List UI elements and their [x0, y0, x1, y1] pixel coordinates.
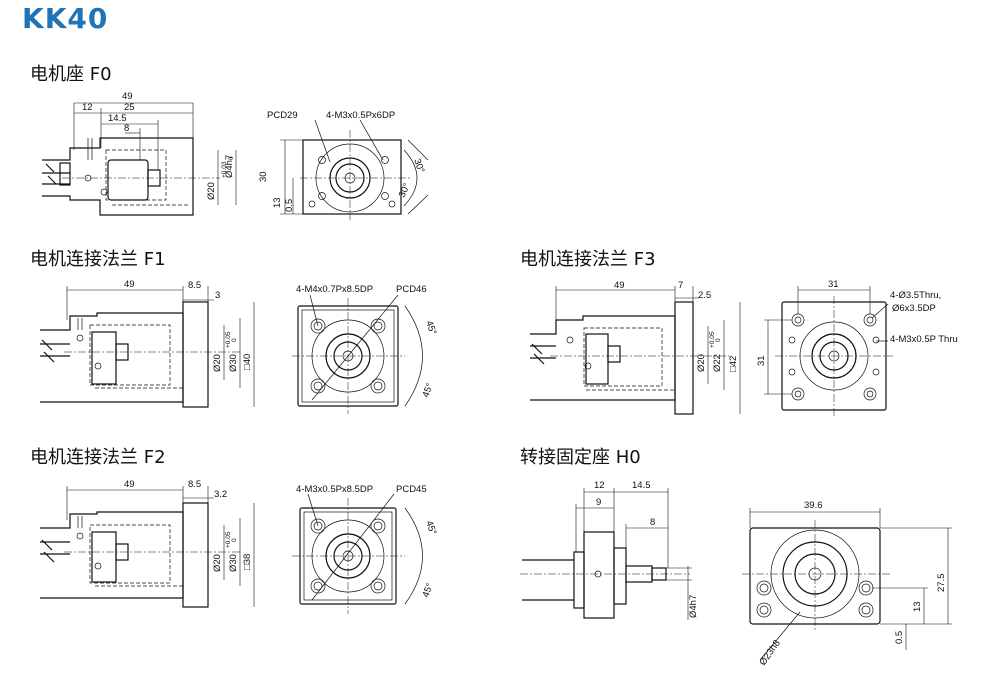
- section-heading-f1: 电机连接法兰 F1: [30, 249, 166, 270]
- f3-front-view: 31 31 4-Ø3.5Thru, Ø6x3.5DP 4-M3x0.5P Thr…: [756, 279, 958, 418]
- h0-dim-39-6: 39.6: [804, 500, 823, 511]
- f2-angle-45-bottom: 45°: [420, 582, 435, 599]
- f0-dim-25: 25: [124, 102, 135, 113]
- f3-dim-49: 49: [614, 280, 625, 291]
- f3-thru-label-3: 4-M3x0.5P Thru: [890, 334, 958, 345]
- h0-dim-8: 8: [650, 517, 655, 528]
- f0-dim-30: 30: [258, 171, 269, 182]
- f1-side-view: 49 8.5 3 Ø20 Ø30 +0.05 0 □40: [40, 279, 255, 408]
- f1-dim-d30: Ø30: [228, 354, 239, 372]
- f0-front-view: PCD29 4-M3x0.5Px6DP 30 13 0.5 30° 30°: [258, 110, 429, 220]
- f2-dim-3-2: 3.2: [214, 489, 227, 500]
- f0-dim-d4h7: Ø4h7: [224, 155, 235, 178]
- f0-dim-8: 8: [124, 123, 129, 134]
- f2-front-view: 4-M3x0.5Px8.5DP PCD45 45° 45°: [292, 484, 438, 614]
- f1-dim-49: 49: [124, 279, 135, 290]
- f0-dim-12: 12: [82, 102, 93, 113]
- f2-dim-49: 49: [124, 479, 135, 490]
- f3-dim-d20: Ø20: [696, 354, 707, 372]
- f0-dim-0-5: 0.5: [284, 199, 295, 212]
- h0-side-view: 12 14.5 9 8 Ø4h7: [520, 480, 699, 620]
- f3-tol-upper: +0.05: [709, 331, 716, 348]
- f1-pcd-label: PCD46: [396, 284, 427, 295]
- f0-tol-lower: 0: [228, 156, 235, 160]
- f0-pcd-label: PCD29: [267, 110, 298, 121]
- section-heading-f2: 电机连接法兰 F2: [30, 447, 166, 468]
- f0-tol-upper: +0.03: [221, 161, 228, 178]
- f1-screw-label: 4-M4x0.7Px8.5DP: [296, 284, 373, 295]
- h0-dim-14-5: 14.5: [632, 480, 651, 491]
- f0-dim-14-5: 14.5: [108, 113, 127, 124]
- f2-dim-d20: Ø20: [212, 554, 223, 572]
- f1-angle-45-top: 45°: [423, 319, 438, 336]
- h0-dim-0-5: 0.5: [894, 631, 905, 644]
- h0-dim-9: 9: [596, 497, 601, 508]
- page-title: KK40: [22, 2, 109, 35]
- f3-thru-label-2: Ø6x3.5DP: [892, 303, 936, 314]
- f2-tol-upper: +0.05: [225, 531, 232, 548]
- f1-dim-8-5: 8.5: [188, 280, 201, 291]
- f3-dim-2-5: 2.5: [698, 290, 711, 301]
- h0-dim-d23h8: Ø23h8: [757, 638, 782, 668]
- f2-pcd-label: PCD45: [396, 484, 427, 495]
- f2-tol-lower: 0: [231, 538, 238, 542]
- f1-dim-d20: Ø20: [212, 354, 223, 372]
- f3-side-view: 49 7 2.5 Ø20 Ø22 +0.05 0 □42: [530, 280, 741, 415]
- f2-dim-d30: Ø30: [228, 554, 239, 572]
- f1-angle-45-bottom: 45°: [420, 382, 435, 399]
- f3-dim-7: 7: [678, 280, 683, 291]
- f3-tol-lower: 0: [715, 338, 722, 342]
- f2-side-view: 49 8.5 3.2 Ø20 Ø30 +0.05 0 □38: [40, 479, 255, 608]
- f2-dim-8-5: 8.5: [188, 479, 201, 490]
- f1-dim-sq40: □40: [242, 354, 253, 370]
- f0-angle-30-bottom: 30°: [397, 181, 413, 199]
- section-heading-f0: 电机座 F0: [30, 64, 112, 85]
- f0-dim-13: 13: [272, 197, 283, 208]
- h0-dim-d4h7: Ø4h7: [688, 595, 699, 618]
- f2-angle-45-top: 45°: [423, 519, 438, 536]
- f0-dim-49: 49: [122, 91, 133, 102]
- f3-thru-label-1: 4-Ø3.5Thru,: [890, 290, 941, 301]
- f1-tol-lower: 0: [231, 338, 238, 342]
- f3-dim-sq42: □42: [728, 356, 739, 372]
- f0-angle-30-top: 30°: [411, 157, 426, 174]
- f0-screw-label: 4-M3x0.5Px6DP: [326, 110, 395, 121]
- h0-dim-12: 12: [594, 480, 605, 491]
- f1-front-view: 4-M4x0.7Px8.5DP PCD46 45° 45°: [292, 284, 438, 414]
- f2-screw-label: 4-M3x0.5Px8.5DP: [296, 484, 373, 495]
- f1-tol-upper: +0.05: [225, 331, 232, 348]
- f3-dim-31-side: 31: [756, 355, 767, 366]
- section-heading-f3: 电机连接法兰 F3: [520, 249, 656, 270]
- f0-dim-d20: Ø20: [206, 182, 217, 200]
- h0-dim-27-5: 27.5: [936, 574, 947, 593]
- section-heading-h0: 转接固定座 H0: [520, 447, 641, 468]
- h0-front-view: 39.6 27.5 13 0.5 Ø23h8: [742, 500, 952, 668]
- h0-dim-13: 13: [912, 601, 923, 612]
- f3-dim-d22: Ø22: [712, 354, 723, 372]
- f2-dim-sq38: □38: [242, 554, 253, 570]
- f0-side-view: 49 12 25 14.5 8 Ø20 Ø4h7 +0.03 0: [42, 91, 237, 216]
- f1-dim-3: 3: [215, 290, 220, 301]
- f3-dim-31-top: 31: [828, 279, 839, 290]
